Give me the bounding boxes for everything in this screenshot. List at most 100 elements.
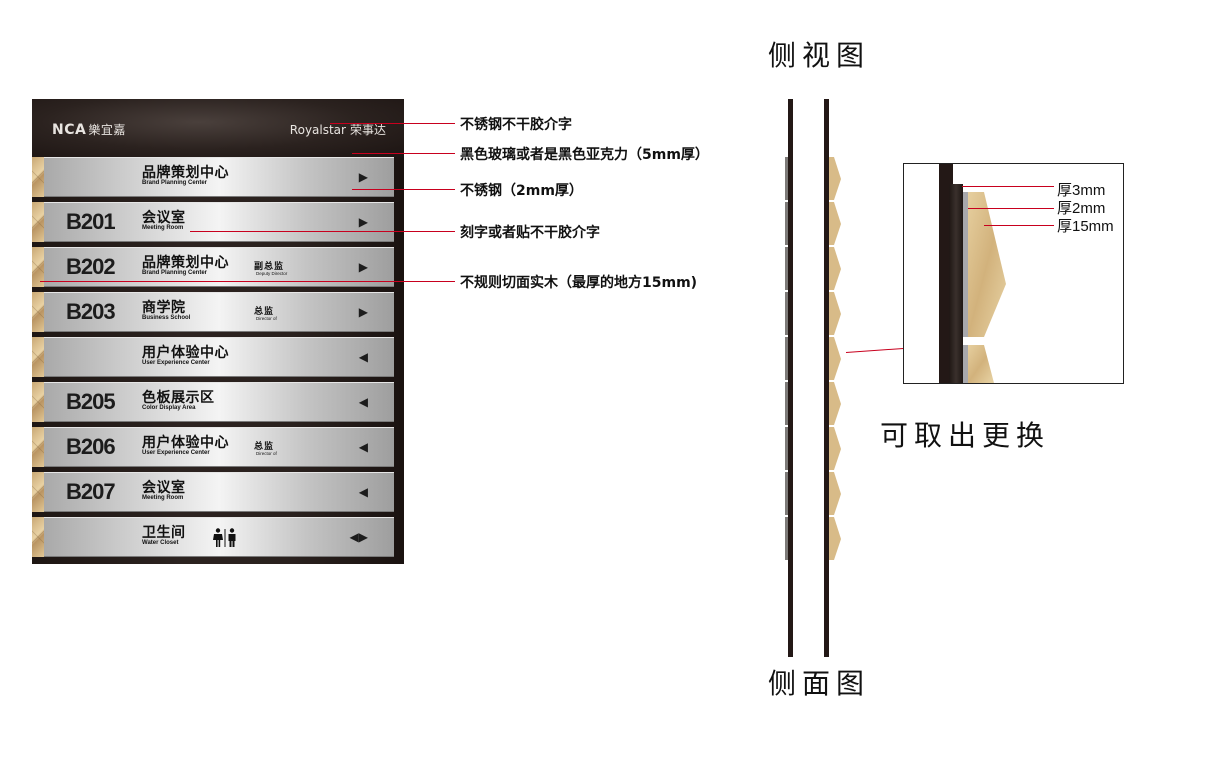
room-name-cn: 用户体验中心 (142, 345, 229, 361)
room-name-cn: 品牌策划中心 (142, 255, 229, 271)
steel-plate-edge (785, 202, 788, 245)
side-view-title: 侧视图 (768, 39, 871, 72)
logo-nca-cn: 樂宜嘉 (88, 123, 126, 137)
leader-line (330, 123, 455, 124)
steel-plate-edge (785, 292, 788, 335)
room-name-en: Brand Planning Center (142, 180, 208, 186)
direction-arrow-icon: ◀ (358, 395, 368, 409)
wood-block-profile (829, 337, 841, 380)
restroom-icon (213, 528, 236, 547)
room-name-en: Water Closet (142, 540, 179, 546)
room-number: B202 (66, 254, 116, 279)
room-number: B207 (66, 479, 116, 504)
replaceable-note: 可取出更换 (880, 419, 1051, 452)
steel-plate-edge (785, 337, 788, 380)
steel-plate-section (963, 345, 968, 383)
wood-block-profile (829, 472, 841, 515)
annotation-note: 不锈钢（2mm厚） (460, 183, 583, 199)
wood-block (32, 202, 44, 242)
room-name-cn: 卫生间 (142, 525, 186, 541)
room-name-cn: 会议室 (142, 480, 186, 496)
direction-arrow-icon: ▶ (358, 305, 368, 319)
wood-block (32, 427, 44, 467)
wood-block-profile (829, 157, 841, 200)
logo-royalstar-brand: Royalstar (289, 123, 346, 137)
wood-block (32, 247, 44, 287)
dimension-label: 厚3mm (1057, 182, 1106, 199)
wood-block (32, 382, 44, 422)
leader-line (352, 189, 455, 190)
steel-plate-edge (785, 517, 788, 560)
back-panel-bar (788, 99, 793, 657)
steel-plate-edge (785, 427, 788, 470)
direction-arrow-icon: ◀ (358, 485, 368, 499)
room-name-cn: 品牌策划中心 (142, 165, 229, 181)
wood-block-profile (829, 382, 841, 425)
direction-arrow-icon: ◀▶ (349, 530, 368, 544)
annotation-note: 不规则切面实木（最厚的地方15mm) (460, 275, 698, 291)
section-detail-box: 厚3mm 厚2mm 厚15mm (903, 163, 1124, 384)
wood-profile-detail (968, 192, 1006, 383)
steel-plate-edge (785, 247, 788, 290)
room-name-en: User Experience Center (142, 450, 210, 456)
steel-plate-edge (785, 157, 788, 200)
room-name-en: Business School (142, 315, 191, 321)
occupant-title-cn: 副总监 (254, 262, 285, 272)
dimension-label: 厚15mm (1057, 218, 1114, 235)
room-name-cn: 色板展示区 (142, 390, 215, 406)
room-name-cn: 商学院 (142, 300, 186, 316)
steel-plate-edge (785, 472, 788, 515)
room-name-cn: 用户体验中心 (142, 435, 229, 451)
logo-nca-brand: NCA (52, 122, 87, 138)
leader-line (962, 186, 1054, 187)
steel-plate-edge (785, 382, 788, 425)
occupant-title-en: Deputy Director (256, 271, 288, 276)
wood-block (32, 472, 44, 512)
wood-block-profile (829, 517, 841, 560)
annotation-note: 不锈钢不干胶介字 (460, 117, 572, 133)
direction-arrow-icon: ◀ (358, 440, 368, 454)
room-name-en: Brand Planning Center (142, 270, 208, 276)
leader-line (352, 153, 455, 154)
leader-line (40, 281, 455, 282)
steel-plate-section (963, 192, 968, 337)
direction-arrow-icon: ◀ (358, 350, 368, 364)
room-name-en: Meeting Room (142, 495, 184, 501)
wood-block (32, 292, 44, 332)
wood-block (32, 517, 44, 557)
dimension-label: 厚2mm (1057, 200, 1106, 217)
occupant-title-cn: 总监 (254, 307, 275, 317)
room-number: B201 (66, 209, 116, 234)
side-face-title: 侧面图 (768, 667, 871, 700)
leader-line (190, 231, 455, 232)
wood-block (32, 337, 44, 377)
occupant-title-cn: 总监 (254, 442, 275, 452)
leader-line (984, 225, 1054, 226)
wood-block (32, 157, 44, 197)
room-name-en: User Experience Center (142, 360, 210, 366)
wood-block-profile (829, 427, 841, 470)
room-name-en: Color Display Area (142, 405, 196, 411)
occupant-title-en: Director of (256, 316, 277, 321)
leader-line (968, 208, 1054, 209)
room-number: B203 (66, 299, 116, 324)
wood-block-profile (829, 292, 841, 335)
room-number: B205 (66, 389, 116, 414)
room-name-en: Meeting Room (142, 225, 184, 231)
